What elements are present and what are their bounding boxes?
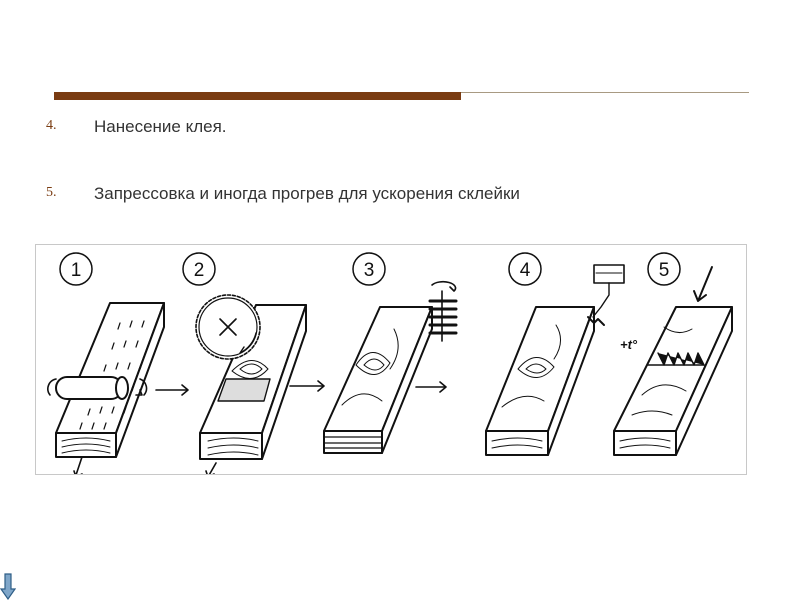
step-number: 4	[520, 260, 531, 281]
glue-roller	[47, 376, 148, 400]
step-4-number-icon: 4	[508, 252, 542, 286]
finger-cutter-icon	[428, 280, 458, 342]
process-illustration: 1 2	[47, 252, 733, 474]
flow-arrow-icon	[155, 384, 189, 396]
finger-joint-icon	[657, 352, 705, 366]
step-2-number-icon: 2	[182, 252, 216, 286]
flow-arrow-icon	[415, 381, 447, 393]
list-item-text: Нанесение клея.	[94, 117, 227, 136]
circular-saw-icon	[195, 294, 261, 360]
step-5-number-icon: 5	[647, 252, 681, 286]
list-item-number: 5.	[46, 185, 57, 200]
heat-label: +t°	[620, 337, 638, 352]
step-3-number-icon: 3	[352, 252, 386, 286]
step-number: 2	[194, 260, 205, 281]
down-arrow-icon[interactable]	[0, 573, 17, 601]
flow-arrow-icon	[289, 380, 325, 392]
step-1-number-icon: 1	[59, 252, 93, 286]
gluing-process-figure: 1 2	[35, 244, 747, 475]
glue-container-icon	[587, 264, 625, 326]
list-item-number: 4.	[46, 118, 57, 133]
step-number: 3	[364, 260, 375, 281]
step-4-board	[485, 306, 595, 456]
header-rule-thick	[54, 92, 461, 100]
list-item-text: Запрессовка и иногда прогрев для ускорен…	[94, 184, 520, 203]
step-5-board	[613, 266, 733, 456]
step-2-board	[199, 304, 307, 474]
step-number: 5	[659, 260, 670, 281]
press-arrow-icon	[693, 266, 713, 302]
step-number: 1	[71, 260, 82, 281]
step-3-board	[323, 306, 447, 454]
header-rule-thin	[461, 92, 749, 93]
